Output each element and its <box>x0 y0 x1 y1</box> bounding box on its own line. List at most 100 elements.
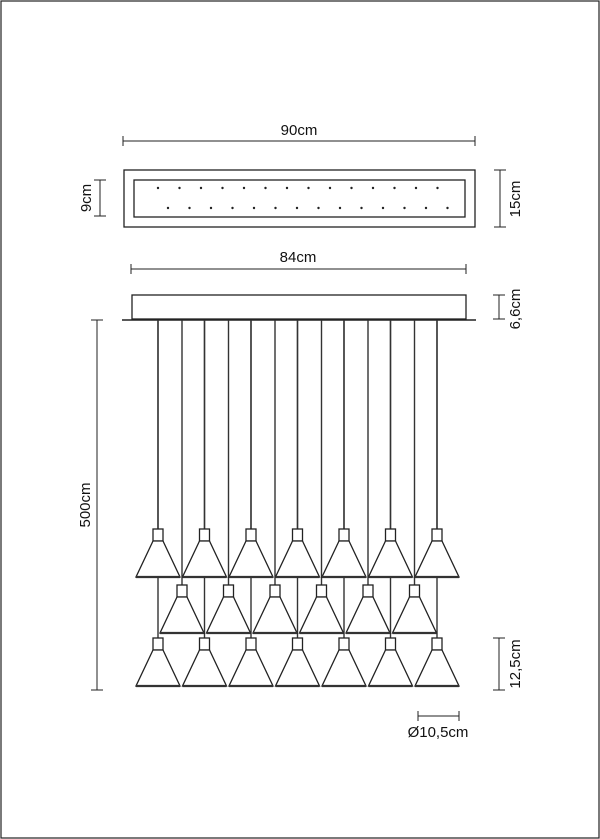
top-plate-inner <box>133 179 466 218</box>
mounting-dot <box>295 206 299 210</box>
shade-cone <box>227 540 275 578</box>
mounting-points <box>156 186 449 210</box>
pendant-shade <box>158 584 206 635</box>
shade-cone <box>344 596 392 634</box>
mounting-dot <box>307 186 310 190</box>
mounting-dot <box>446 206 449 210</box>
pendant-shade <box>320 637 368 688</box>
shade-collar <box>245 637 257 651</box>
pendant-shade <box>134 528 182 579</box>
shade-collar <box>315 584 328 598</box>
shade-cone <box>320 649 368 687</box>
pendant-shade <box>134 637 182 688</box>
shade-collar <box>408 584 421 598</box>
shade-collar <box>338 637 350 651</box>
mounting-dot <box>381 206 385 210</box>
mounting-dot <box>403 206 406 210</box>
shade-collar <box>152 637 164 651</box>
shade-cone <box>181 649 228 687</box>
canopy-width-label: 84cm <box>280 249 317 266</box>
mounting-dot <box>178 186 181 190</box>
pendant-shade <box>298 584 345 635</box>
shade-cone <box>413 540 461 578</box>
shade-cone <box>274 649 321 687</box>
pendants <box>134 528 461 688</box>
mounting-dot <box>393 186 396 190</box>
mounting-dot <box>371 186 375 190</box>
pendant-shade <box>251 584 299 635</box>
shade-cone <box>251 596 299 634</box>
shade-collar <box>291 528 304 542</box>
shade-cone <box>274 540 321 578</box>
shade-cone <box>181 540 228 578</box>
pendant-shade <box>227 528 275 579</box>
mounting-dot <box>252 206 256 210</box>
mounting-dot <box>328 186 332 190</box>
shade-collar <box>431 528 443 542</box>
shade-collar <box>222 584 235 598</box>
mounting-dot <box>360 206 363 210</box>
mounting-dot <box>209 206 213 210</box>
cables <box>157 320 438 638</box>
pendant-shade <box>320 528 368 579</box>
pendant-shade <box>367 528 414 579</box>
shade-cone <box>367 649 414 687</box>
shade-collar <box>384 637 397 651</box>
pendant-shade <box>413 637 461 688</box>
pendant-shade <box>181 637 228 688</box>
mounting-dot <box>338 206 342 210</box>
mounting-dot <box>156 186 160 190</box>
shade-collar <box>198 637 211 651</box>
shade-cone <box>298 596 345 634</box>
pendant-shade <box>274 637 321 688</box>
shade-collar <box>176 584 188 598</box>
front-view: 84cm 6,6cm 500cm 12,5cm Ø10,5cm <box>77 249 524 741</box>
shade-collar <box>245 528 257 542</box>
mounting-dot <box>221 186 224 190</box>
shade-cone <box>367 540 414 578</box>
top-width-label: 90cm <box>281 122 318 139</box>
mounting-dot <box>242 186 246 190</box>
shade-collar <box>269 584 281 598</box>
mounting-dot <box>424 206 428 210</box>
shade-collar <box>198 528 211 542</box>
top-depth-label: 15cm <box>507 181 524 218</box>
shade-collar <box>338 528 350 542</box>
mounting-dot <box>317 206 320 210</box>
mounting-dot <box>350 186 353 190</box>
mounting-dot <box>188 206 191 210</box>
mounting-dot <box>436 186 439 190</box>
mounting-dot <box>231 206 234 210</box>
shade-collar <box>152 528 164 542</box>
shade-collar <box>291 637 304 651</box>
canopy-height-label: 6,6cm <box>507 289 524 330</box>
pendant-shade <box>205 584 252 635</box>
canopy <box>131 294 467 320</box>
pendant-shade <box>227 637 275 688</box>
mounting-dot <box>285 186 289 190</box>
shade-collar <box>431 637 443 651</box>
shade-cone <box>134 540 182 578</box>
shade-cone <box>205 596 252 634</box>
pendant-shade <box>391 584 438 635</box>
top-view: 90cm 9cm 15cm <box>78 122 524 228</box>
mounting-dot <box>264 186 267 190</box>
shade-diameter-label: Ø10,5cm <box>408 724 469 741</box>
shade-cone <box>320 540 368 578</box>
mounting-dot <box>166 206 170 210</box>
shade-cone <box>158 596 206 634</box>
shade-cone <box>134 649 182 687</box>
pendant-shade <box>181 528 228 579</box>
shade-cone <box>391 596 438 634</box>
pendant-shade <box>367 637 414 688</box>
drop-length-label: 500cm <box>77 482 94 527</box>
pendant-shade <box>344 584 392 635</box>
shade-cone <box>413 649 461 687</box>
mounting-dot <box>199 186 203 190</box>
shade-cone <box>227 649 275 687</box>
pendant-shade <box>413 528 461 579</box>
shade-collar <box>384 528 397 542</box>
shade-collar <box>362 584 374 598</box>
